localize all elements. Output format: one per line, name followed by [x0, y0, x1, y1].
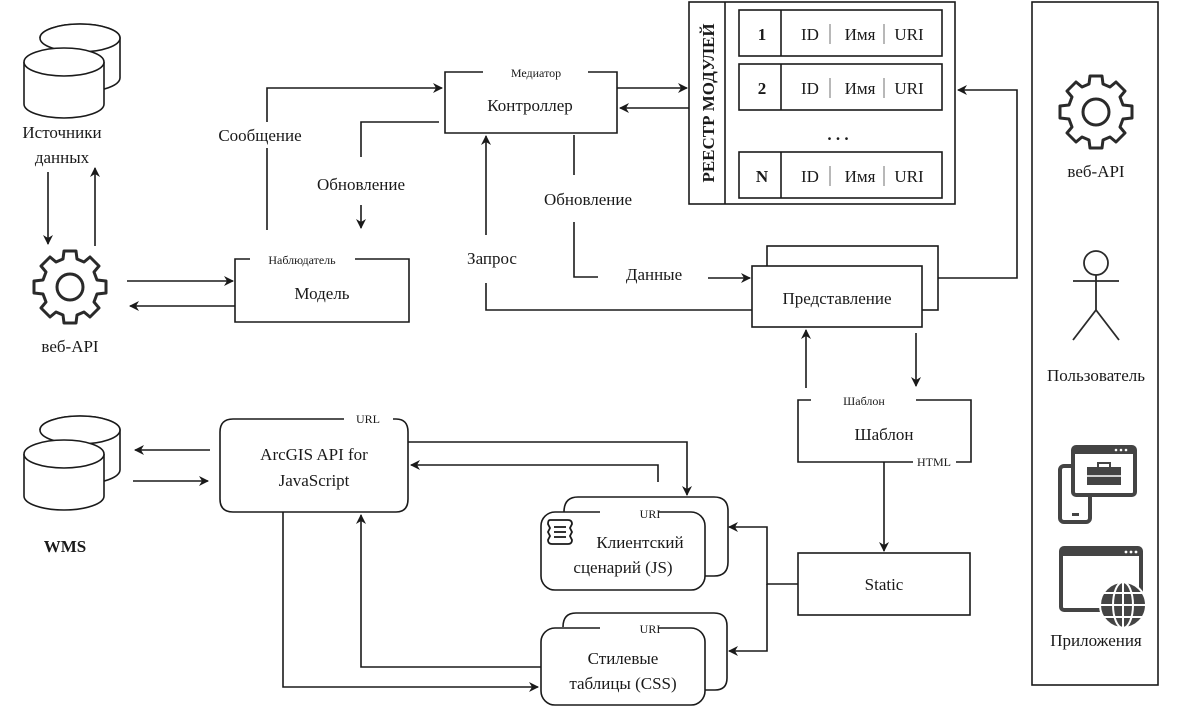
template-box[interactable]: Шаблон Шаблон HTML [797, 394, 972, 469]
model-label: Модель [294, 284, 349, 303]
js-label-2: сценарий (JS) [573, 558, 672, 577]
module-registry: РЕЕСТР МОДУЛЕЙ 1 ID Имя URI 2 ID Имя URI… [688, 1, 956, 205]
data-sources-label-2: данных [35, 148, 90, 167]
line-update-model [360, 121, 439, 157]
registry-row-id: ID [801, 167, 819, 186]
arrow-arcgis-to-js [408, 441, 692, 496]
user-actor-icon [1072, 250, 1120, 341]
registry-row[interactable]: 2 ID Имя URI [738, 63, 943, 111]
css-port-uri: URI [640, 622, 661, 636]
registry-row-num: N [756, 167, 769, 186]
gear-icon [32, 249, 108, 325]
js-label-1: Клиентский [596, 533, 683, 552]
arrow-view-to-registry [938, 85, 1018, 279]
controller-label: Контроллер [487, 96, 573, 115]
wms-label: WMS [44, 537, 87, 556]
right-webapi-label: веб-API [1067, 162, 1125, 181]
right-panel: веб-API Пользователь [1031, 1, 1159, 686]
line-request [485, 283, 752, 311]
registry-row-id: ID [801, 79, 819, 98]
registry-row-uri: URI [894, 167, 924, 186]
controller-stereotype: Медиатор [511, 66, 561, 80]
template-label: Шаблон [854, 425, 913, 444]
registry-row[interactable]: N ID Имя URI [738, 151, 943, 199]
template-port-html: HTML [917, 455, 951, 469]
edge-label-data: Данные [626, 265, 682, 284]
arrow-message [266, 83, 443, 230]
edge-label-message: Сообщение [218, 126, 301, 145]
model-box[interactable]: Наблюдатель Модель [234, 253, 410, 323]
wms-icon [23, 415, 121, 511]
registry-row-name: Имя [845, 79, 876, 98]
css-label-2: таблицы (CSS) [569, 674, 676, 693]
static-box[interactable]: Static [797, 552, 971, 616]
webapi-left-label: веб-API [41, 337, 99, 356]
model-stereotype: Наблюдатель [268, 253, 336, 267]
arrow-static-to-css [728, 584, 768, 656]
arrow-js-to-arcgis [410, 460, 659, 482]
mobile-app-icon [1058, 445, 1137, 524]
arcgis-api-box[interactable]: URL ArcGIS API for JavaScript [219, 412, 409, 513]
view-box[interactable]: Представление [751, 245, 939, 328]
arrow-css-to-arcgis [356, 514, 541, 668]
data-sources-label-1: Источники [22, 123, 101, 142]
registry-ellipsis: . . . [827, 125, 848, 144]
edge-label-request: Запрос [467, 249, 517, 268]
line-data [573, 222, 598, 278]
stylesheets-box[interactable]: URI Стилевые таблицы (CSS) [540, 612, 728, 706]
data-sources-icon [23, 23, 121, 119]
script-scroll-icon [546, 519, 574, 545]
view-label: Представление [782, 289, 891, 308]
registry-row-id: ID [801, 25, 819, 44]
arrow-arcgis-to-css [282, 512, 539, 692]
controller-box[interactable]: Медиатор Контроллер [444, 66, 618, 134]
client-script-box[interactable]: URI Клиентский сценарий (JS) [540, 496, 729, 591]
registry-row-name: Имя [845, 25, 876, 44]
arcgis-label-1: ArcGIS API for [260, 445, 368, 464]
registry-row-name: Имя [845, 167, 876, 186]
static-label: Static [865, 575, 904, 594]
registry-row-num: 1 [758, 25, 767, 44]
registry-row-uri: URI [894, 25, 924, 44]
arrow-static-to-js [728, 522, 798, 585]
js-port-uri: URI [640, 507, 661, 521]
right-apps-label: Приложения [1050, 631, 1142, 650]
right-user-label: Пользователь [1047, 366, 1145, 385]
css-label-1: Стилевые [588, 649, 659, 668]
arcgis-port-url: URL [356, 412, 380, 426]
web-app-globe-icon [1059, 546, 1147, 629]
registry-row-num: 2 [758, 79, 767, 98]
registry-title: РЕЕСТР МОДУЛЕЙ [699, 23, 718, 182]
arcgis-label-2: JavaScript [279, 471, 350, 490]
registry-row-uri: URI [894, 79, 924, 98]
edge-label-update-view: Обновление [544, 190, 632, 209]
template-stereotype: Шаблон [843, 394, 885, 408]
edge-label-update-model: Обновление [317, 175, 405, 194]
registry-row[interactable]: 1 ID Имя URI [738, 9, 943, 57]
